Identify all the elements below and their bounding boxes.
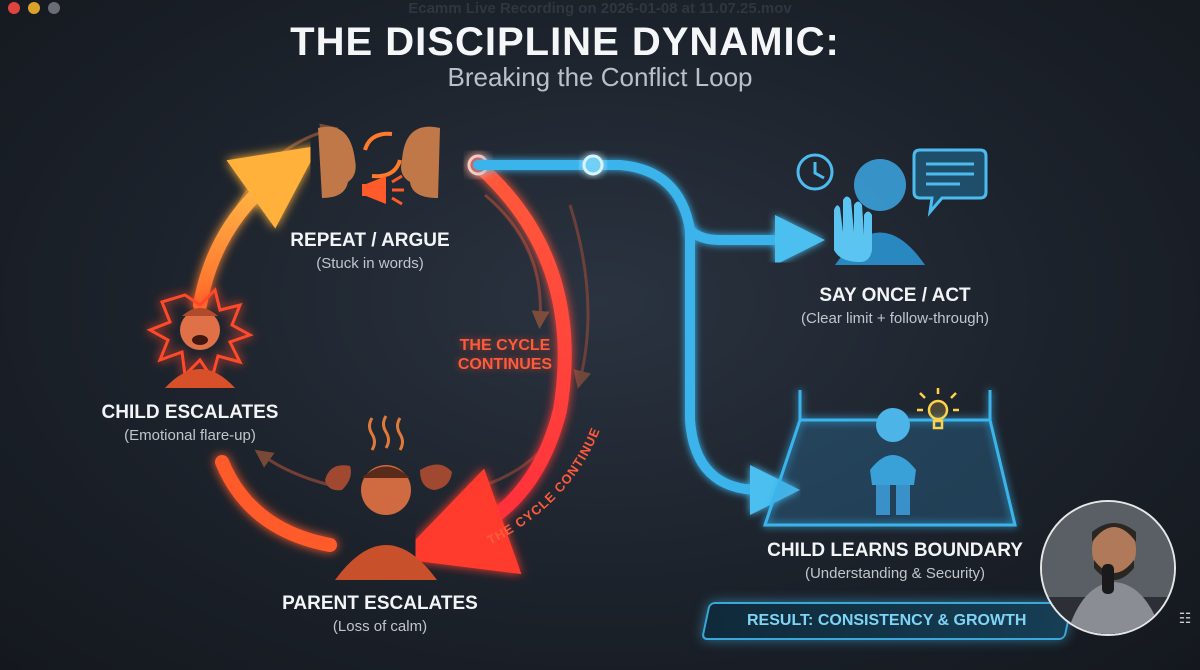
cycle-arrow-child-to-repeat [193,145,320,312]
refresh-arrows-icon [363,131,402,179]
result-banner-text: RESULT: CONSISTENCY & GROWTH [747,612,1027,629]
clock-icon [796,153,834,191]
node-repeat-argue-title: REPEAT / ARGUE [290,230,450,251]
node-say-once-act: SAY ONCE / ACT (Clear limit + follow-thr… [760,285,1030,327]
node-parent-escalates-subtitle: (Loss of calm) [332,618,428,635]
stop-hand-icon [834,196,872,262]
node-parent-escalates: PARENT ESCALATES (Loss of calm) [270,593,490,635]
cycle-guide-arrow-bottom [254,449,331,487]
page-title: THE DISCIPLINE DYNAMIC: [290,20,840,64]
close-window-button[interactable] [8,2,20,14]
node-parent-escalates-title: PARENT ESCALATES [282,593,478,614]
node-say-once-act-title: SAY ONCE / ACT [819,285,971,306]
node-repeat-argue-subtitle: (Stuck in words) [316,255,424,272]
node-say-once-act-subtitle: (Clear limit + follow-through) [801,310,989,327]
cycle-continues-label: THE CYCLE CONTINUES [457,337,553,373]
megaphone-icon [362,174,404,206]
presenter-avatar [1042,502,1174,634]
exit-arrow-to-say-once [473,160,825,265]
arguing-heads-illustration [318,126,440,198]
cycle-arrow-repeat-to-parent [397,158,572,575]
exit-arrow-to-boundary [685,225,800,515]
node-child-escalates: CHILD ESCALATES (Emotional flare-up) [90,402,290,444]
node-child-escalates-title: CHILD ESCALATES [101,402,279,423]
cycle-guide-arrow-outer [568,204,591,389]
lightbulb-icon [917,388,959,430]
node-child-learns-boundary-subtitle: (Understanding & Security) [804,565,986,582]
angry-child-illustration [146,287,254,388]
webcam-overlay [1040,500,1176,636]
window-titlebar [0,0,1200,16]
node-repeat-argue: REPEAT / ARGUE (Stuck in words) [280,230,460,272]
window-title: Ecamm Live Recording on 2026-01-08 at 11… [408,0,792,17]
node-child-learns-boundary-title: CHILD LEARNS BOUNDARY [767,540,1023,561]
exit-start-node [582,154,604,176]
node-child-learns-boundary: CHILD LEARNS BOUNDARY (Understanding & S… [740,540,1050,582]
result-banner: RESULT: CONSISTENCY & GROWTH [700,602,1074,640]
angry-parent-illustration [325,415,452,580]
node-child-escalates-subtitle: (Emotional flare-up) [124,427,256,444]
caption-toggle-icon[interactable]: ☷ [1178,610,1192,626]
cycle-arrow-parent-to-child [215,455,337,552]
cycle-guide-arrow-right [484,193,550,329]
minimize-window-button[interactable] [28,2,40,14]
calm-child-illustration [870,408,916,515]
zoom-window-button[interactable] [48,2,60,14]
chat-bubble-icon [912,148,988,217]
stop-hand-person-illustration [834,159,925,265]
page-subtitle: Breaking the Conflict Loop [447,62,753,92]
cycle-continues-arc-text: THE CYCLE CONTINUES [0,0,603,548]
